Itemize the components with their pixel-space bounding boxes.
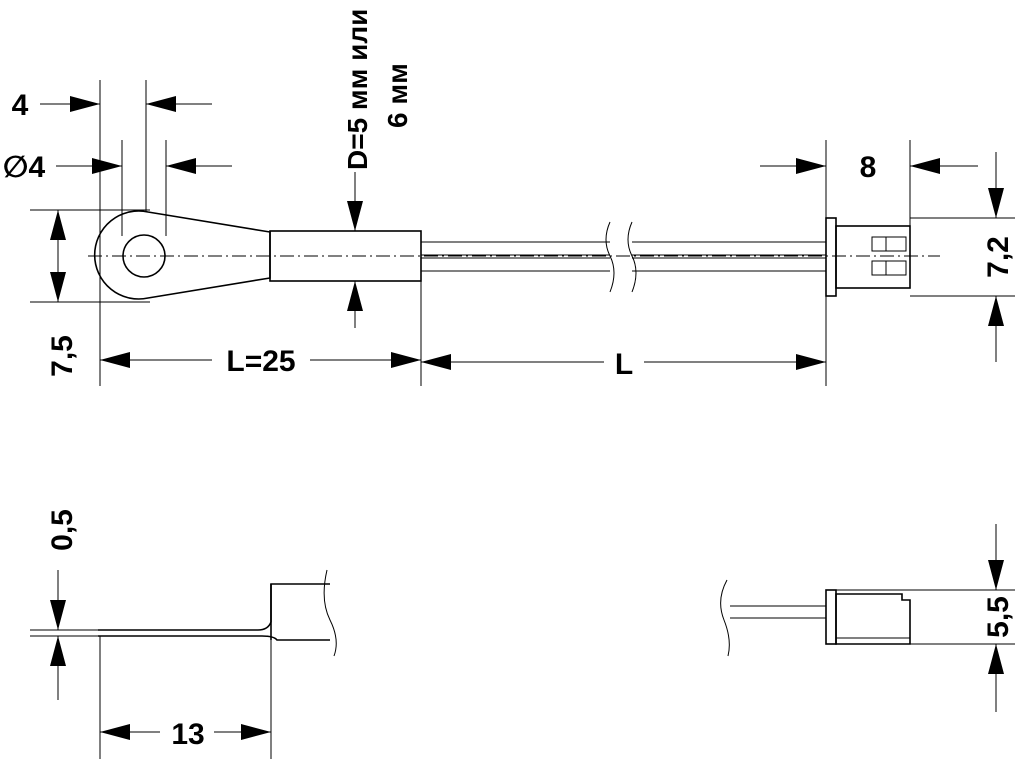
dim-connector-side-height-label: 5,5 — [982, 596, 1015, 638]
side-view-connector — [720, 579, 1015, 657]
dim-sleeve-diameter-label-1: D=5 мм или — [342, 9, 373, 170]
dim-hole-diameter-label: ∅4 — [3, 151, 46, 184]
dim-lug-flat-length-label: 13 — [171, 718, 204, 751]
top-view — [88, 210, 940, 300]
dim-connector-height-label: 7,2 — [982, 236, 1015, 278]
side-view-lug — [30, 569, 337, 759]
dim-connector-height: 7,2 — [982, 152, 1015, 362]
dim-lug-width: 7,5 — [46, 210, 79, 377]
dim-connector-length-label: 8 — [860, 151, 877, 184]
dim-cable-length: L — [421, 348, 826, 381]
dim-cable-length-label: L — [615, 348, 633, 381]
dim-slot-width-label: 4 — [12, 89, 29, 122]
dim-sleeve-diameter-label-2: 6 мм — [382, 63, 413, 128]
dim-lug-flat-length: 13 — [100, 718, 271, 751]
ring-lug-outline — [93, 210, 271, 300]
dim-lug-thickness: 0,5 — [46, 509, 79, 700]
connector-top — [825, 217, 911, 297]
dim-slot-width: 4 — [12, 89, 212, 122]
dim-lug-thickness-label: 0,5 — [46, 509, 79, 551]
dim-connector-side-height: 5,5 — [982, 524, 1015, 712]
dim-probe-length-label: L=25 — [226, 345, 295, 378]
cable — [421, 221, 826, 293]
dim-lug-width-label: 7,5 — [46, 335, 79, 377]
extension-lines — [30, 80, 1015, 386]
dim-hole-diameter: ∅4 — [3, 151, 232, 184]
dim-connector-length: 8 — [760, 151, 978, 184]
dim-probe-length: L=25 — [100, 345, 421, 378]
dim-sleeve-diameter: D=5 мм или 6 мм — [342, 9, 413, 328]
